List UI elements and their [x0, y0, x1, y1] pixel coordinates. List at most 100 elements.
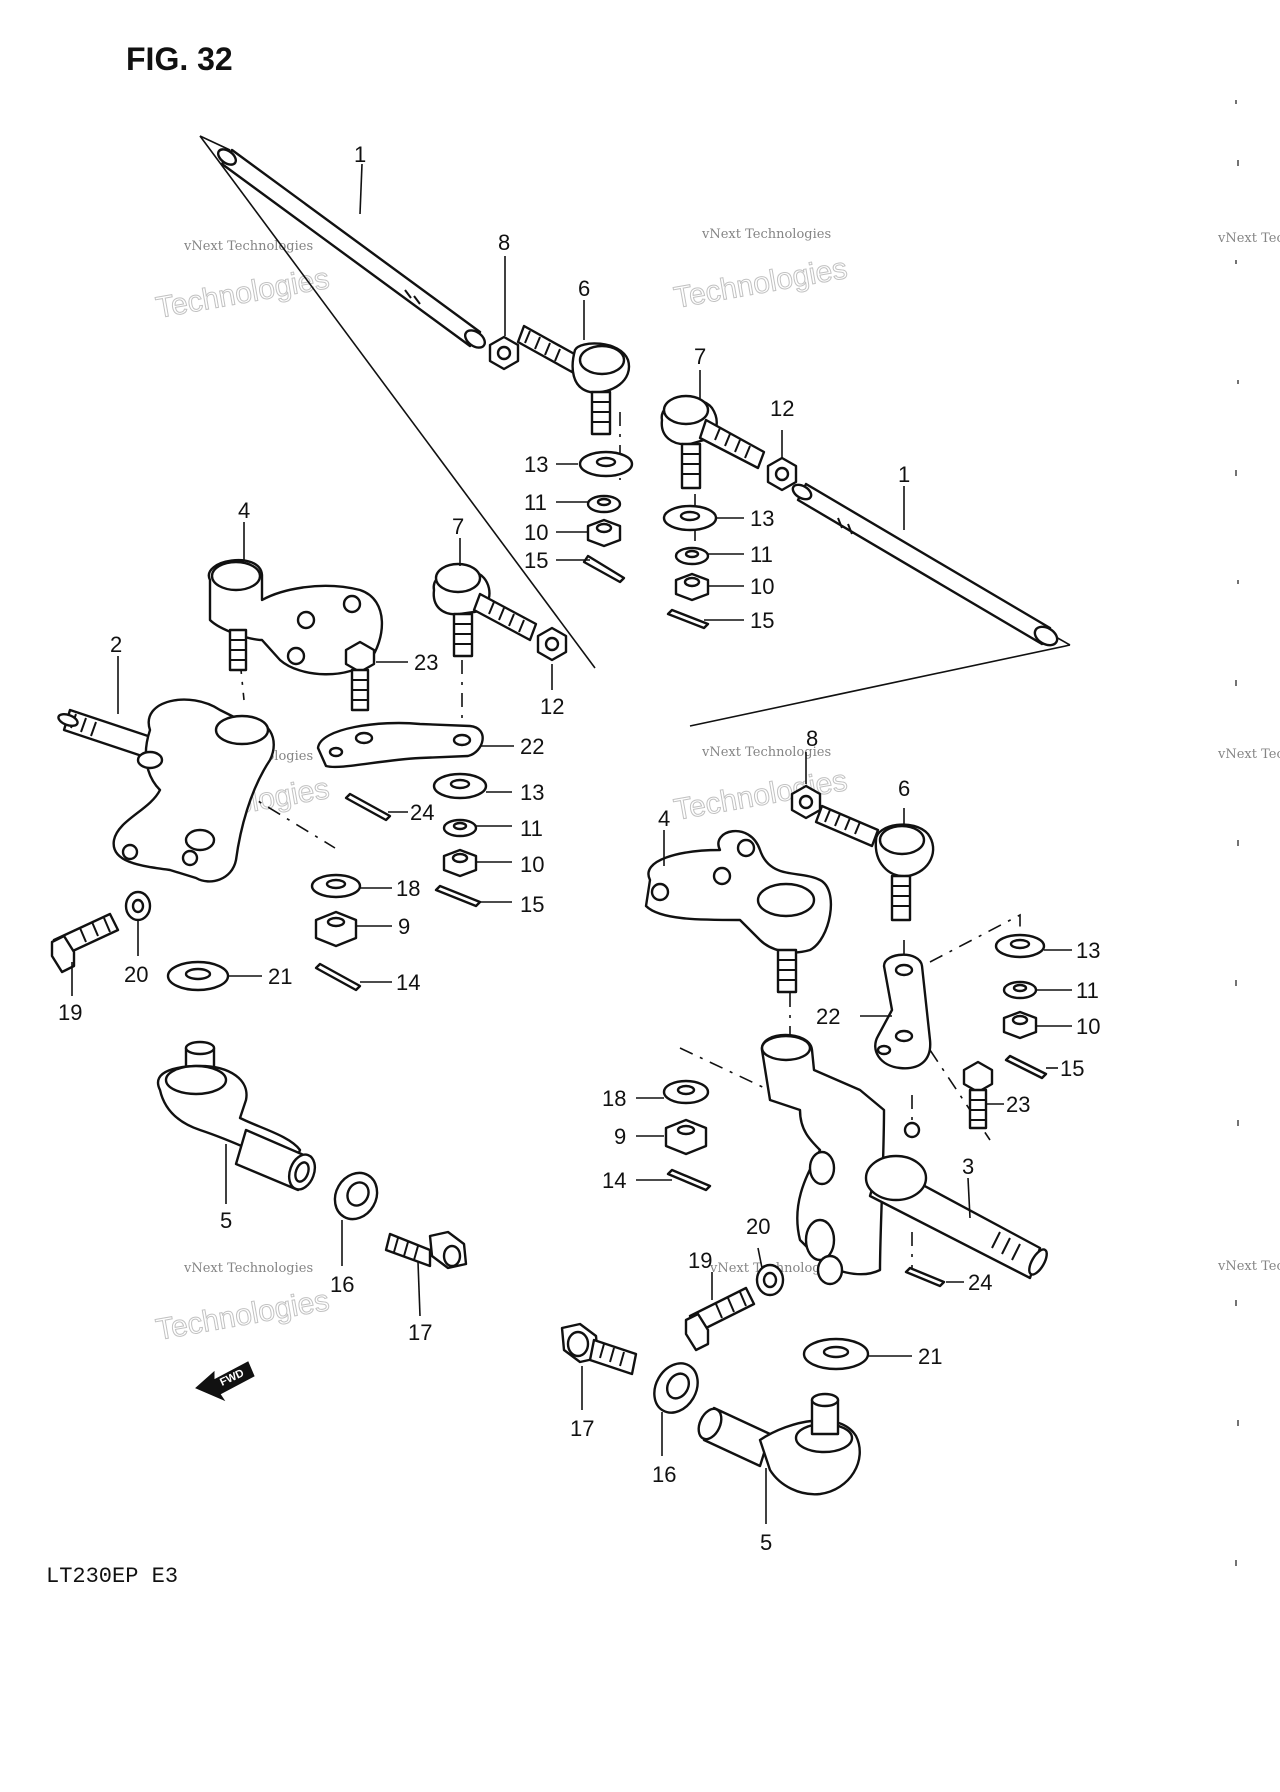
hex-nut-8-upper [488, 335, 520, 371]
tie-rod-end-6-upper [516, 324, 631, 436]
tie-rod-right [791, 482, 1059, 647]
callout-5: 5 [760, 1530, 772, 1555]
watermark: vNext Technologies Technologies vNext Te… [153, 227, 1280, 1347]
lock-washer-11-d [1002, 980, 1038, 1000]
callout-13: 13 [1076, 938, 1100, 963]
lock-washer-11-b [674, 546, 710, 566]
castle-nut-10-d [1002, 1010, 1038, 1040]
lock-washer-11-c [442, 818, 478, 838]
callout-10: 10 [524, 520, 548, 545]
cotter-pin-14-right [666, 1168, 712, 1192]
callout-22: 22 [816, 1004, 840, 1029]
callout-10: 10 [750, 574, 774, 599]
callout-21: 21 [918, 1344, 942, 1369]
callout-15: 15 [524, 548, 548, 573]
plate-22-right [874, 953, 932, 1070]
tie-rod-end-5-left [156, 1040, 317, 1192]
washer-13-c [432, 772, 488, 800]
callout-12: 12 [540, 694, 564, 719]
callout-12: 12 [770, 396, 794, 421]
scan-edge-marks [1235, 100, 1239, 1566]
callout-18: 18 [602, 1086, 626, 1111]
callout-10: 10 [1076, 1014, 1100, 1039]
cotter-pin-24-right [904, 1266, 946, 1288]
washer-13-d [994, 933, 1046, 959]
washer-18-right [662, 1079, 710, 1105]
cotter-pin-15-b [666, 608, 710, 630]
boot-16-left [333, 1171, 379, 1221]
callout-20: 20 [124, 962, 148, 987]
callout-15: 15 [750, 608, 774, 633]
callout-14: 14 [602, 1168, 626, 1193]
callout-13: 13 [520, 780, 544, 805]
callout-23: 23 [1006, 1092, 1030, 1117]
svg-text:vNext Technologies: vNext Technologies [1217, 231, 1280, 246]
washer-13-a [578, 450, 634, 478]
callout-19: 19 [58, 1000, 82, 1025]
callout-16: 16 [330, 1272, 354, 1297]
svg-text:vNext Technologies: vNext Technologies [183, 239, 313, 254]
callout-15: 15 [520, 892, 544, 917]
knuckle-arm-4-left [207, 559, 384, 676]
leader-lines [71, 163, 1072, 1524]
cotter-pin-15-d [1004, 1054, 1048, 1080]
callout-1: 1 [354, 142, 366, 167]
bolt-23-right [962, 1060, 994, 1130]
svg-text:vNext Technologies: vNext Technologies [183, 1261, 313, 1276]
tie-rod-end-7-upper [660, 394, 766, 490]
lock-washer-11-a [586, 494, 622, 514]
bolt-23-left [344, 640, 376, 712]
castle-nut-10-b [674, 572, 710, 602]
callout-14: 14 [396, 970, 420, 995]
tie-rod-upper [216, 148, 487, 349]
model-code: LT230EP E3 [46, 1564, 178, 1589]
washer-20-right [755, 1263, 785, 1297]
cotter-pin-24-left [344, 792, 392, 822]
callout-6: 6 [578, 276, 590, 301]
plate-22-left [316, 721, 484, 769]
bolt-19-right [684, 1286, 756, 1352]
svg-text:vNext Technologies: vNext Technologies [1217, 747, 1280, 762]
callout-7: 7 [452, 514, 464, 539]
callout-9: 9 [614, 1124, 626, 1149]
steering-knuckle-3-right [760, 1033, 1048, 1286]
callout-2: 2 [110, 632, 122, 657]
hex-nut-12-upper [766, 456, 798, 492]
tie-rod-end-6-right [814, 804, 935, 922]
hex-nut-8-right [790, 784, 822, 820]
bolt-17-right [560, 1322, 638, 1376]
callout-17: 17 [408, 1320, 432, 1345]
callout-11: 11 [750, 542, 773, 567]
bolt-17-left [384, 1230, 468, 1270]
callout-19: 19 [688, 1248, 712, 1273]
callout-16: 16 [652, 1462, 676, 1487]
bolt-19-left [50, 912, 120, 974]
callout-20: 20 [746, 1214, 770, 1239]
callout-1: 1 [898, 462, 910, 487]
boot-16-right [653, 1362, 699, 1414]
castle-nut-9-right [664, 1118, 708, 1156]
callout-24: 24 [410, 800, 434, 825]
callout-9: 9 [398, 914, 410, 939]
callout-numbers: 1 8 6 7 12 1 13 11 10 15 13 11 10 15 4 7… [58, 142, 1100, 1555]
callout-8: 8 [806, 726, 818, 751]
callout-15: 15 [1060, 1056, 1084, 1081]
callout-8: 8 [498, 230, 510, 255]
knuckle-arm-4-right [644, 830, 833, 994]
callout-6: 6 [898, 776, 910, 801]
svg-text:Technologies: Technologies [153, 262, 331, 325]
callout-11: 11 [524, 490, 547, 515]
svg-text:vNext Technologies: vNext Technologies [1217, 1259, 1280, 1274]
washer-18-left [310, 873, 362, 899]
forward-arrow-icon: FWD [195, 1361, 255, 1402]
washer-20-left [124, 890, 152, 922]
callout-21: 21 [268, 964, 292, 989]
callout-7: 7 [694, 344, 706, 369]
callout-4: 4 [238, 498, 250, 523]
callout-22: 22 [520, 734, 544, 759]
svg-text:vNext Technologies: vNext Technologies [701, 745, 831, 760]
callout-13: 13 [750, 506, 774, 531]
callout-24: 24 [968, 1270, 992, 1295]
